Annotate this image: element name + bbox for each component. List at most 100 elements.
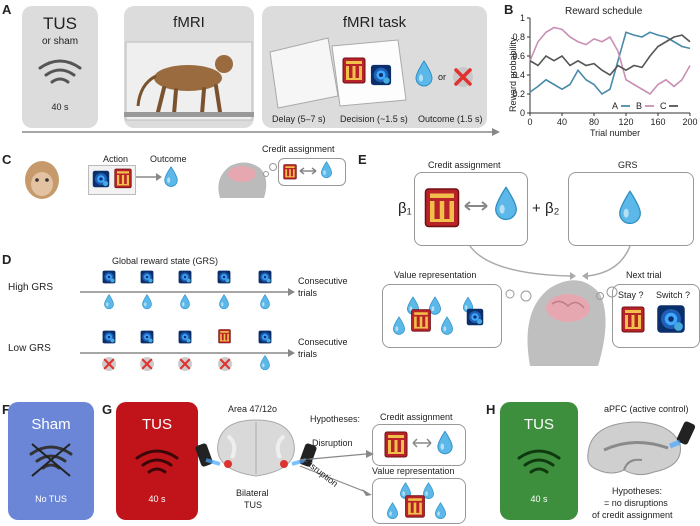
stimulus-blue-icon [656,304,686,334]
water-drop-icon [436,430,454,456]
panel-label-a: A [2,2,12,17]
stimulus-blue-icon [140,270,154,284]
series-line-B [529,26,691,96]
double-arrow-icon [412,438,432,448]
g-credit-box [372,424,466,466]
no-reward-x-icon [178,357,192,371]
y-tick-label: 0 [520,108,525,118]
d-high-label: High GRS [8,282,54,293]
e-plus-beta2: + β₂ [532,200,559,217]
stimulus-red-icon [218,328,231,344]
h-hypotheses-label: Hypotheses: [612,486,663,496]
high-grs-axis [80,288,295,296]
c-action-label: Action [103,154,129,164]
panel-label-f: F [2,402,10,417]
panel-label-b: B [504,2,514,17]
arrow-icon [136,173,162,181]
d-consecutive-low: Consecutive [298,337,348,347]
chart-title: Reward schedule [565,6,643,17]
tus-title: TUS [43,14,77,33]
d-trials-high: trials [298,288,318,298]
x-tick-label: 160 [650,117,665,127]
water-drop-icon [259,294,271,310]
double-arrow-icon [299,167,317,175]
monkey-brain-silhouette [218,162,267,198]
e-switch-label: Switch ? [656,290,691,300]
e-beta1: β₁ [398,200,412,217]
no-reward-x-icon [140,357,154,371]
g-value-box [372,478,466,524]
stimulus-blue-icon [178,270,192,284]
stimulus-blue-icon [217,270,231,284]
water-drop-icon [493,186,519,222]
tus-duration: 40 s [51,102,69,112]
panel-label-d: D [2,252,12,267]
bilateral-label: Bilateral [236,488,269,498]
no-reward-x-icon [453,67,473,87]
tus-red-duration: 40 s [148,494,166,504]
stimulus-red-icon [384,430,408,458]
value-drops-blue-group [462,296,484,326]
value-drops-group [387,482,446,520]
e-value-box [382,284,502,348]
or-label: or [438,72,447,82]
disruption-arrows [299,450,374,496]
monkey-in-scanner-icon [124,41,254,121]
water-drop-icon [103,294,115,310]
x-tick-label: 200 [682,117,697,127]
water-drop-icon [617,190,643,226]
low-grs-axis [80,349,295,357]
task-screens [269,37,407,109]
x-tick-label: 120 [618,117,633,127]
y-tick-label: 0.8 [512,32,525,42]
ultrasound-wave-icon [514,446,564,476]
y-tick-label: 1 [520,13,525,23]
water-drop-icon [218,294,230,310]
chart-xlabel: Trial number [590,128,641,138]
e-credit-label: Credit assignment [428,160,501,170]
timeline-arrow [22,128,500,136]
area-label: Area 47/12o [228,404,278,414]
e-next-label: Next trial [626,270,662,280]
sagittal-brain-section [587,421,696,476]
no-reward-x-icon [218,357,232,371]
tus-green-title: TUS [524,416,554,433]
monkey-face-icon [25,161,59,199]
e-curved-arrows [469,245,631,280]
legend-label-A: A [612,101,618,111]
no-tus-label: No TUS [35,494,67,504]
series-line-C [529,34,691,77]
sham-card: Sham No TUS [8,402,94,520]
disruption-label-1: Disruption [312,438,353,448]
ultrasound-wave-icon [132,446,182,476]
x-tick-label: 40 [557,117,567,127]
value-drops-red-group [393,296,453,335]
stimulus-red-icon [424,186,460,228]
e-plus: + [532,200,541,217]
g-credit-label: Credit assignment [380,412,453,422]
fmri-card: fMRI [124,6,254,128]
decision-label: Decision (~1.5 s) [340,114,408,124]
tus-green-card: TUS 40 s [500,402,578,520]
y-tick-label: 0.4 [512,70,525,80]
series-line-A [529,31,691,96]
stimulus-red-icon [283,163,297,180]
c-outcome-label: Outcome [150,154,187,164]
apfc-label: aPFC (active control) [604,404,689,414]
panel-label-g: G [102,402,113,417]
stimulus-blue-icon [92,170,110,188]
outcome-label: Outcome (1.5 s) [418,114,483,124]
h-credit-label: of credit assignment [592,510,673,520]
fmri-title: fMRI [173,14,205,31]
panel-label-c: C [2,152,12,167]
d-consecutive-high: Consecutive [298,276,348,286]
coronal-brain-section [195,419,317,477]
tus-red-title: TUS [142,416,172,433]
stimulus-red-icon [621,304,645,334]
stimulus-blue-icon [140,330,154,344]
stimulus-blue-icon [102,270,116,284]
disabled-wave-icon [29,443,73,477]
stimulus-blue-icon [258,270,272,284]
d-trials-low: trials [298,349,318,359]
